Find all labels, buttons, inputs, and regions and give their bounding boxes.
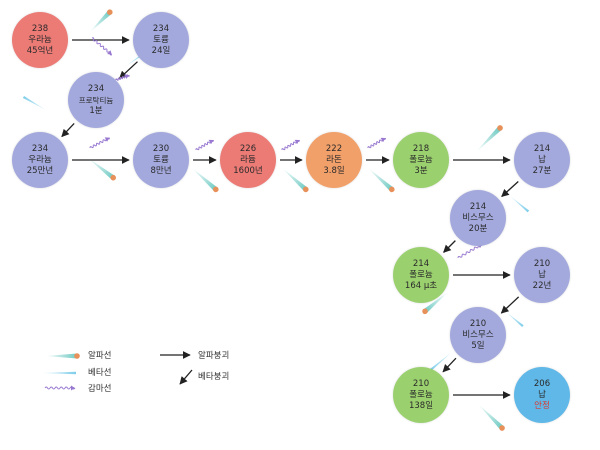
nuclide-mass: 214 bbox=[533, 143, 551, 154]
nuclide-mass: 214 bbox=[412, 258, 430, 269]
alpha-ray-po218 bbox=[476, 125, 503, 152]
nuclide-mass: 206 bbox=[533, 378, 551, 389]
nuclide-name: 토륨 bbox=[153, 154, 169, 165]
legend-gamma-ray-label: 감마선 bbox=[88, 384, 112, 394]
nuclide-mass: 218 bbox=[412, 143, 430, 154]
beta-ray-pb210 bbox=[506, 312, 524, 328]
legend-alpha-decay-label: 알파붕괴 bbox=[198, 351, 230, 361]
nuclide-name: 비스무스 bbox=[462, 329, 494, 340]
legend-beta-ray-icon bbox=[42, 371, 76, 375]
nuclide-mass: 234 bbox=[87, 83, 105, 94]
nuclide-halflife: 1분 bbox=[89, 105, 103, 116]
nuclide-halflife: 24일 bbox=[151, 45, 171, 56]
nuclide-mass: 230 bbox=[152, 143, 170, 154]
legend-alpha-ray-icon bbox=[45, 353, 80, 359]
alpha-ray-u238 bbox=[90, 9, 113, 32]
nuclide-name: 라듐 bbox=[240, 154, 256, 165]
nuclide-halflife: 5일 bbox=[471, 340, 485, 351]
nuclide-halflife: 45억년 bbox=[26, 45, 54, 56]
nuclide-name: 폴로늄 bbox=[409, 389, 433, 400]
nuclide-halflife: 138일 bbox=[408, 400, 434, 411]
beta-decay-arrow-th234a-pa234 bbox=[118, 61, 138, 79]
nuclide-name: 우라늄 bbox=[28, 34, 52, 45]
nuclide-mass: 210 bbox=[412, 378, 430, 389]
nuclide-mass: 238 bbox=[31, 23, 49, 34]
nuclide-halflife: 3분 bbox=[414, 165, 428, 176]
gamma-ray-rn222 bbox=[367, 137, 386, 149]
nuclide-mass: 234 bbox=[31, 143, 49, 154]
legend-gamma-ray-icon bbox=[44, 385, 76, 391]
beta-ray-bi210 bbox=[429, 352, 452, 371]
nuclide-halflife: 8만년 bbox=[150, 165, 172, 176]
beta-ray-pa234 bbox=[22, 95, 46, 110]
nuclide-name: 프로탁티늄 bbox=[78, 95, 114, 105]
nuclide-mass: 214 bbox=[469, 201, 487, 212]
beta-decay-arrow-bi210-po210 bbox=[442, 357, 457, 373]
nuclide-halflife: 20분 bbox=[468, 223, 488, 234]
nuclide-halflife: 1600년 bbox=[233, 165, 263, 176]
alpha-ray-th230 bbox=[192, 168, 219, 193]
nuclide-halflife: 안정 bbox=[534, 400, 550, 411]
gamma-ray-th230 bbox=[195, 139, 214, 151]
gamma-ray-u238 bbox=[91, 37, 113, 56]
nuclide-name: 납 bbox=[538, 269, 546, 280]
alpha-ray-rn222 bbox=[368, 168, 395, 193]
nuclide-halflife: 164 μ초 bbox=[404, 280, 438, 291]
nuclide-name: 비스무스 bbox=[462, 212, 494, 223]
gamma-ray-ra226 bbox=[281, 139, 300, 151]
nuclide-name: 납 bbox=[538, 154, 546, 165]
nuclide-name: 라돈 bbox=[326, 154, 342, 165]
beta-decay-arrow-pb214-bi214 bbox=[501, 181, 519, 198]
legend-beta-decay-label: 베타붕괴 bbox=[198, 372, 230, 382]
beta-decay-arrow-pb210-bi210 bbox=[500, 296, 520, 314]
nuclide-name: 우라늄 bbox=[28, 154, 52, 165]
nuclide-halflife: 25만년 bbox=[26, 165, 54, 176]
nuclide-mass: 226 bbox=[239, 143, 257, 154]
gamma-ray-u234 bbox=[89, 137, 110, 149]
alpha-ray-po214 bbox=[422, 292, 448, 315]
nuclide-mass: 210 bbox=[533, 258, 551, 269]
gamma-ray-th234a bbox=[115, 74, 130, 81]
nuclide-mass: 234 bbox=[152, 23, 170, 34]
nuclide-name: 납 bbox=[538, 389, 546, 400]
legend-beta-decay-arrow bbox=[179, 369, 193, 385]
legend-alpha-ray-label: 알파선 bbox=[88, 351, 112, 361]
nuclide-mass: 210 bbox=[469, 318, 487, 329]
nuclide-halflife: 27분 bbox=[532, 165, 552, 176]
alpha-ray-po210 bbox=[478, 404, 505, 431]
nuclide-name: 토륨 bbox=[153, 34, 169, 45]
nuclide-name: 폴로늄 bbox=[409, 154, 433, 165]
alpha-ray-ra226 bbox=[282, 168, 309, 193]
nuclide-halflife: 22년 bbox=[532, 280, 552, 291]
beta-decay-arrow-pa234-u234 bbox=[61, 122, 75, 138]
beta-decay-arrow-bi214-po214 bbox=[443, 240, 456, 253]
beta-ray-pb214 bbox=[510, 196, 530, 213]
nuclide-name: 폴로늄 bbox=[409, 269, 433, 280]
nuclide-mass: 222 bbox=[325, 143, 343, 154]
legend-beta-ray-label: 베타선 bbox=[88, 368, 112, 378]
nuclide-halflife: 3.8일 bbox=[323, 165, 345, 176]
alpha-ray-u234 bbox=[88, 158, 117, 181]
